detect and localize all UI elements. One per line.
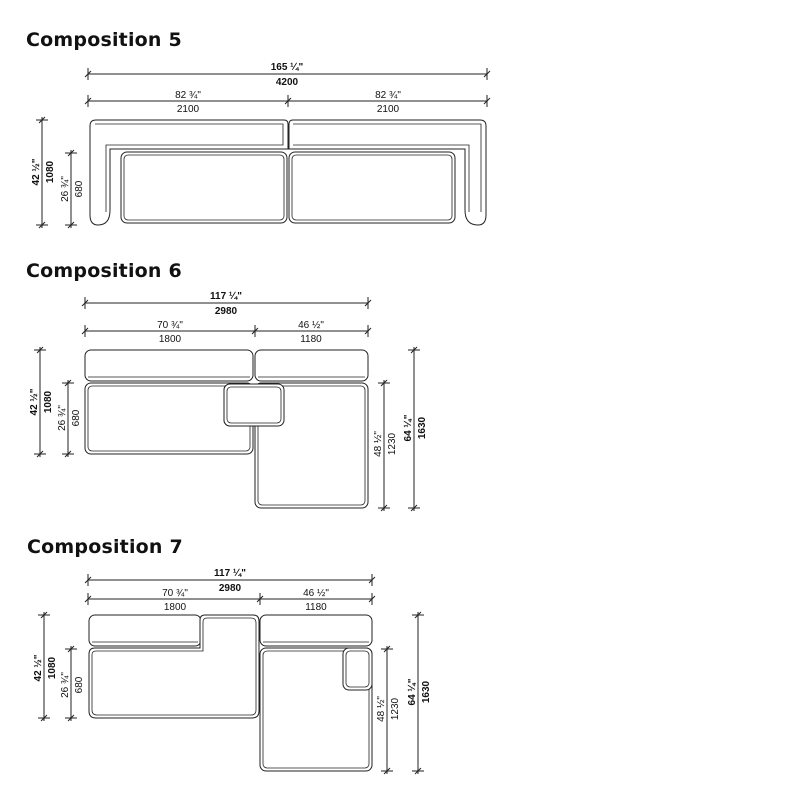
comp7-module-1-mm: 1800	[164, 602, 187, 613]
comp7-total-depth-mm: 1630	[421, 680, 432, 703]
comp6-depth-in: 42 ½"	[29, 388, 40, 415]
comp6-module-2-mm: 1180	[300, 334, 322, 345]
comp5-module-2-mm: 2100	[377, 104, 400, 115]
comp7-seat-depth-in: 26 ¾"	[60, 672, 71, 698]
composition-6-drawing: 117 ¼" 2980 70 ¾" 1800 46 ½" 1180	[29, 291, 428, 512]
comp7-sofa-left-module	[88, 614, 260, 719]
composition-7-title: Composition 7	[27, 536, 183, 558]
comp7-sofa-chaise-module	[259, 614, 373, 772]
comp6-module-2-in: 46 ½"	[298, 320, 324, 331]
comp6-right-depth-dimensions: 48 ½" 1230 64 ¼" 1630	[373, 346, 428, 512]
comp5-seat-depth-in: 26 ¾"	[60, 176, 71, 202]
comp6-module-dimensions: 70 ¾" 1800 46 ½" 1180	[81, 320, 372, 345]
comp5-module-dimensions: 82 ¾" 2100 82 ¾" 2100	[84, 90, 491, 115]
comp6-chaise-depth-in: 48 ½"	[373, 431, 384, 457]
comp7-module-1-in: 70 ¾"	[162, 588, 188, 599]
comp6-total-depth-in: 64 ¼"	[403, 414, 414, 441]
comp7-chaise-depth-in: 48 ½"	[376, 696, 387, 722]
comp5-sofa-right-module	[288, 119, 487, 226]
comp6-chaise-depth-mm: 1230	[387, 432, 398, 455]
comp5-module-1-mm: 2100	[177, 104, 200, 115]
comp7-total-width-in: 117 ¼"	[214, 568, 246, 579]
comp7-total-width-mm: 2980	[219, 583, 242, 594]
comp7-depth-in: 42 ½"	[33, 654, 44, 681]
comp6-total-width-dimension: 117 ¼" 2980	[81, 291, 372, 317]
comp6-depth-dimensions: 42 ½" 1080 26 ¾" 680	[29, 346, 82, 458]
comp7-total-width-dimension: 117 ¼" 2980	[84, 568, 376, 594]
comp6-seat-depth-in: 26 ¾"	[57, 405, 68, 431]
comp6-module-1-in: 70 ¾"	[157, 320, 183, 331]
comp6-total-depth-mm: 1630	[417, 416, 428, 439]
comp5-sofa-left-module	[89, 119, 289, 226]
comp5-depth-in: 42 ½"	[31, 158, 42, 185]
comp7-depth-dimensions: 42 ½" 1080 26 ¾" 680	[33, 611, 85, 722]
comp6-total-width-mm: 2980	[215, 306, 238, 317]
comp7-seat-depth-mm: 680	[74, 676, 85, 693]
comp7-chaise-depth-mm: 1230	[390, 697, 401, 720]
comp7-module-dimensions: 70 ¾" 1800 46 ½" 1180	[84, 588, 376, 613]
comp5-total-width-in: 165 ¼"	[271, 62, 304, 73]
comp6-sofa-left-module	[84, 349, 254, 455]
composition-5-title: Composition 5	[26, 29, 182, 51]
comp5-depth-mm: 1080	[45, 160, 56, 183]
comp7-total-depth-in: 64 ¼"	[407, 678, 418, 705]
comp5-depth-dimensions: 42 ½" 1080 26 ¾" 680	[31, 116, 85, 229]
comp6-sofa-chaise-module	[223, 349, 369, 509]
comp5-total-width-dimension: 165 ¼" 4200	[84, 62, 491, 88]
comp7-module-2-in: 46 ½"	[303, 588, 329, 599]
comp6-seat-depth-mm: 680	[71, 409, 82, 426]
comp6-module-1-mm: 1800	[159, 334, 182, 345]
comp7-module-2-mm: 1180	[305, 602, 327, 613]
comp6-depth-mm: 1080	[43, 390, 54, 413]
comp6-total-width-in: 117 ¼"	[210, 291, 242, 302]
comp5-seat-depth-mm: 680	[74, 180, 85, 197]
composition-5-drawing: 165 ¼" 4200 82 ¾" 2100 82 ¾" 2100	[31, 62, 491, 229]
comp5-total-width-mm: 4200	[276, 77, 299, 88]
comp7-depth-mm: 1080	[47, 656, 58, 679]
comp7-right-depth-dimensions: 48 ½" 1230 64 ¼" 1630	[376, 611, 432, 775]
composition-6-title: Composition 6	[26, 260, 182, 282]
composition-7-drawing: 117 ¼" 2980 70 ¾" 1800 46 ½" 1180	[33, 568, 432, 775]
comp5-module-1-in: 82 ¾"	[175, 90, 201, 101]
comp5-module-2-in: 82 ¾"	[375, 90, 401, 101]
